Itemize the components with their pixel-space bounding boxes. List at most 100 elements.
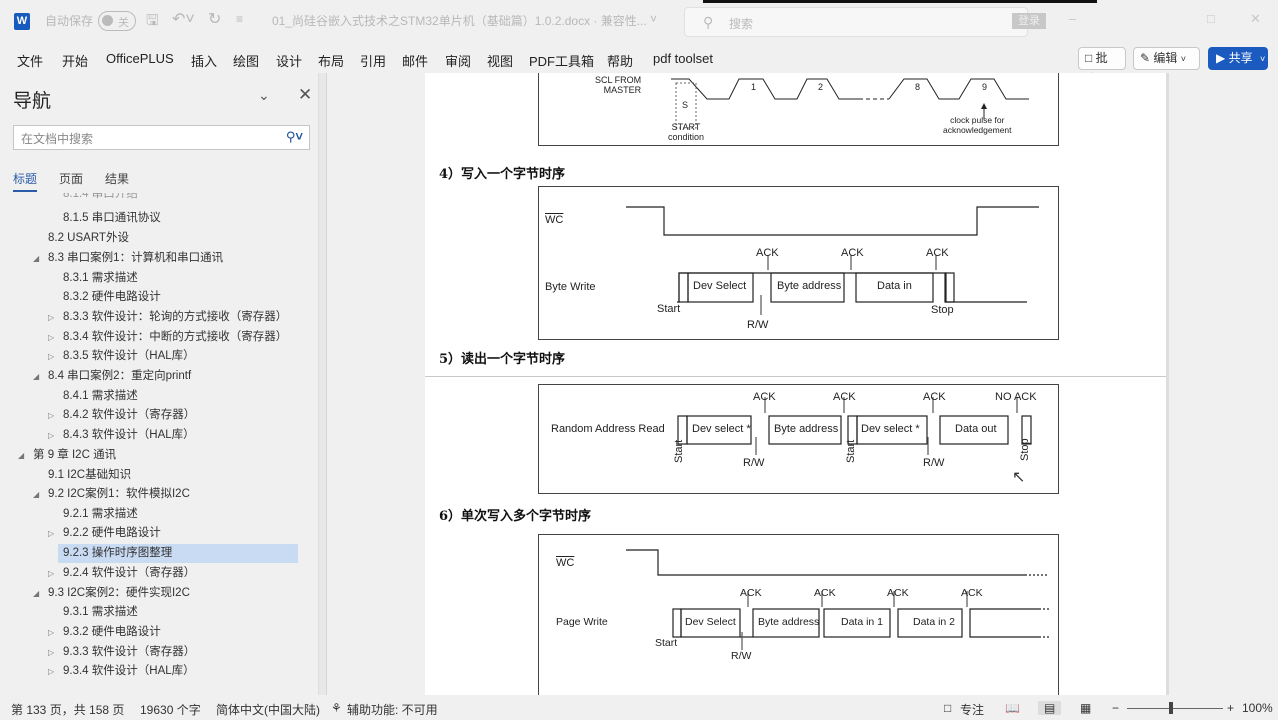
tab-design[interactable]: 设计 (276, 54, 303, 69)
tree-item-label: 8.3.3 软件设计：轮询的方式接收（寄存器） (63, 311, 288, 323)
undo-icon[interactable]: ↶˅ (172, 11, 195, 28)
focus-button[interactable]: 专注 (960, 703, 985, 717)
chevron-down-icon[interactable]: ˅ (650, 12, 658, 26)
editing-mode-button[interactable]: ✎ 编辑 ˅ (1133, 47, 1200, 70)
tree-item[interactable]: 9.2.1 需求描述 (63, 505, 138, 524)
web-layout-icon[interactable]: ▦ (1080, 701, 1092, 715)
tree-item[interactable]: ▷9.2.4 软件设计（寄存器） (48, 564, 195, 583)
tree-item[interactable]: ◢9.2 I2C案例1：软件模拟I2C (33, 485, 190, 504)
nav-tab-results[interactable]: 结果 (105, 172, 130, 186)
ack-label: ACK (753, 391, 776, 403)
nav-close-icon[interactable]: ✕ (298, 85, 313, 104)
expanded-arrow-icon[interactable]: ◢ (33, 589, 40, 598)
zoom-slider-handle[interactable] (1169, 702, 1173, 714)
tree-item[interactable]: ◢9.3 I2C案例2：硬件实现I2C (33, 584, 190, 603)
search-input[interactable]: ⚲ 搜索 (684, 7, 1028, 37)
tab-review[interactable]: 审阅 (445, 54, 472, 69)
tree-item[interactable]: 9.1 I2C基础知识 (48, 466, 131, 485)
collapsed-arrow-icon[interactable]: ▷ (48, 333, 55, 342)
tree-item-label: 8.4.1 需求描述 (63, 390, 138, 402)
tree-item[interactable]: 8.3.1 需求描述 (63, 269, 138, 288)
tree-item[interactable]: ▷8.4.3 软件设计（HAL库） (48, 426, 195, 445)
tree-item[interactable]: ◢8.3 串口案例1：计算机和串口通讯 (33, 249, 223, 268)
tree-item[interactable]: ▷8.3.4 软件设计：中断的方式接收（寄存器） (48, 328, 287, 347)
tab-home[interactable]: 开始 (62, 54, 89, 69)
expanded-arrow-icon[interactable]: ◢ (18, 451, 25, 460)
tab-officeplus[interactable]: OfficePLUS (106, 51, 174, 66)
expanded-arrow-icon[interactable]: ◢ (33, 490, 40, 499)
collapsed-arrow-icon[interactable]: ▷ (48, 529, 55, 538)
tree-item[interactable]: 9.3.1 需求描述 (63, 603, 138, 622)
tab-file[interactable]: 文件 (17, 54, 44, 69)
nav-options-chevron-icon[interactable]: ⌄ (258, 87, 270, 103)
tree-item[interactable]: 8.2 USART外设 (48, 229, 129, 248)
redo-icon[interactable]: ↻ (208, 11, 222, 28)
maximize-button[interactable]: □ (1207, 11, 1215, 26)
customize-qat-icon[interactable]: ≡ (236, 12, 244, 26)
zoom-level[interactable]: 100% (1242, 701, 1273, 715)
zoom-in-button[interactable]: + (1227, 701, 1235, 715)
search-icon[interactable]: ⚲˅ (285, 129, 303, 144)
word-count[interactable]: 19630 个字 (140, 703, 201, 717)
collapsed-arrow-icon[interactable]: ▷ (48, 352, 55, 361)
comments-button[interactable]: □ 批注 (1078, 47, 1126, 86)
tab-pdf-toolset[interactable]: pdf toolset (653, 51, 713, 66)
ack-label: ACK (756, 247, 779, 259)
zoom-out-button[interactable]: − (1112, 701, 1120, 715)
tree-item[interactable]: ▷9.3.4 软件设计（HAL库） (48, 662, 195, 681)
tab-references[interactable]: 引用 (360, 54, 387, 69)
share-button[interactable]: ▶ 共享 ˅ (1208, 47, 1268, 70)
tab-mailings[interactable]: 邮件 (402, 54, 429, 69)
tree-item[interactable]: 8.4.1 需求描述 (63, 387, 138, 406)
tree-item[interactable]: 8.3.2 硬件电路设计 (63, 288, 161, 307)
tree-item[interactable]: ◢第 9 章 I2C 通讯 (18, 446, 116, 465)
expanded-arrow-icon[interactable]: ◢ (33, 372, 40, 381)
tree-item[interactable]: ▷9.3.3 软件设计（寄存器） (48, 643, 195, 662)
collapsed-arrow-icon[interactable]: ▷ (48, 628, 55, 637)
login-button[interactable]: 登录 (1012, 13, 1046, 29)
vertical-scrollbar[interactable] (1166, 73, 1169, 695)
page-info[interactable]: 第 133 页，共 158 页 (11, 703, 125, 717)
print-layout-icon[interactable]: ▤ (1038, 701, 1062, 715)
tree-item[interactable]: 8.1.4 串口介绍 (63, 193, 138, 204)
collapsed-arrow-icon[interactable]: ▷ (48, 667, 55, 676)
close-window-button[interactable]: ✕ (1250, 11, 1261, 26)
tab-help[interactable]: 帮助 (607, 54, 634, 69)
nav-tab-pages[interactable]: 页面 (59, 172, 84, 186)
tree-item[interactable]: ▷8.4.2 软件设计（寄存器） (48, 406, 195, 425)
tree-item[interactable]: 8.1.5 串口通讯协议 (63, 209, 161, 228)
save-icon[interactable]: 🖫 (146, 12, 159, 29)
status-bar: 第 133 页，共 158 页 19630 个字 简体中文(中国大陆) ⚘ 辅助… (0, 697, 1278, 720)
language[interactable]: 简体中文(中国大陆) (216, 703, 320, 717)
collapsed-arrow-icon[interactable]: ▷ (48, 569, 55, 578)
nav-pane-splitter[interactable] (318, 73, 327, 695)
expanded-arrow-icon[interactable]: ◢ (33, 254, 40, 263)
collapsed-arrow-icon[interactable]: ▷ (48, 411, 55, 420)
tree-item[interactable]: ▷9.3.2 硬件电路设计 (48, 623, 161, 642)
zoom-slider[interactable] (1127, 708, 1223, 709)
tab-insert[interactable]: 插入 (191, 54, 218, 69)
collapsed-arrow-icon[interactable]: ▷ (48, 313, 55, 322)
tree-item[interactable]: ◢8.4 串口案例2：重定向printf (33, 367, 191, 386)
accessibility-status[interactable]: 辅助功能: 不可用 (347, 703, 438, 717)
read-mode-icon[interactable]: 📖 (1005, 701, 1020, 715)
title-bar: W 自动保存 关 🖫 ↶˅ ↻ ≡ 01_尚硅谷嵌入式技术之STM32单片机（基… (0, 0, 1278, 44)
tab-layout[interactable]: 布局 (318, 54, 345, 69)
tree-item[interactable]: ▷9.2.2 硬件电路设计 (48, 524, 161, 543)
tab-view[interactable]: 视图 (487, 54, 514, 69)
field-data-in: Data in (877, 280, 912, 292)
tab-draw[interactable]: 绘图 (233, 54, 260, 69)
tree-item[interactable]: ▷8.3.5 软件设计（HAL库） (48, 347, 195, 366)
chevron-down-icon: ˅ (1180, 54, 1187, 64)
tab-pdf-toolbox[interactable]: PDF工具箱 (529, 54, 595, 69)
tree-item[interactable]: ▷ 8.3.3 软件设计：轮询的方式接收（寄存器） (48, 308, 287, 327)
minimize-button[interactable]: – (1069, 11, 1077, 26)
collapsed-arrow-icon[interactable]: ▷ (48, 431, 55, 440)
nav-tab-headings[interactable]: 标题 (13, 172, 38, 186)
collapsed-arrow-icon[interactable]: ▷ (48, 648, 55, 657)
nav-search-input[interactable]: 在文档中搜索 ⚲˅ (13, 125, 310, 150)
autosave-toggle[interactable]: 关 (98, 11, 136, 31)
tree-item-selected[interactable]: 9.2.3 操作时序图整理 (58, 544, 298, 563)
